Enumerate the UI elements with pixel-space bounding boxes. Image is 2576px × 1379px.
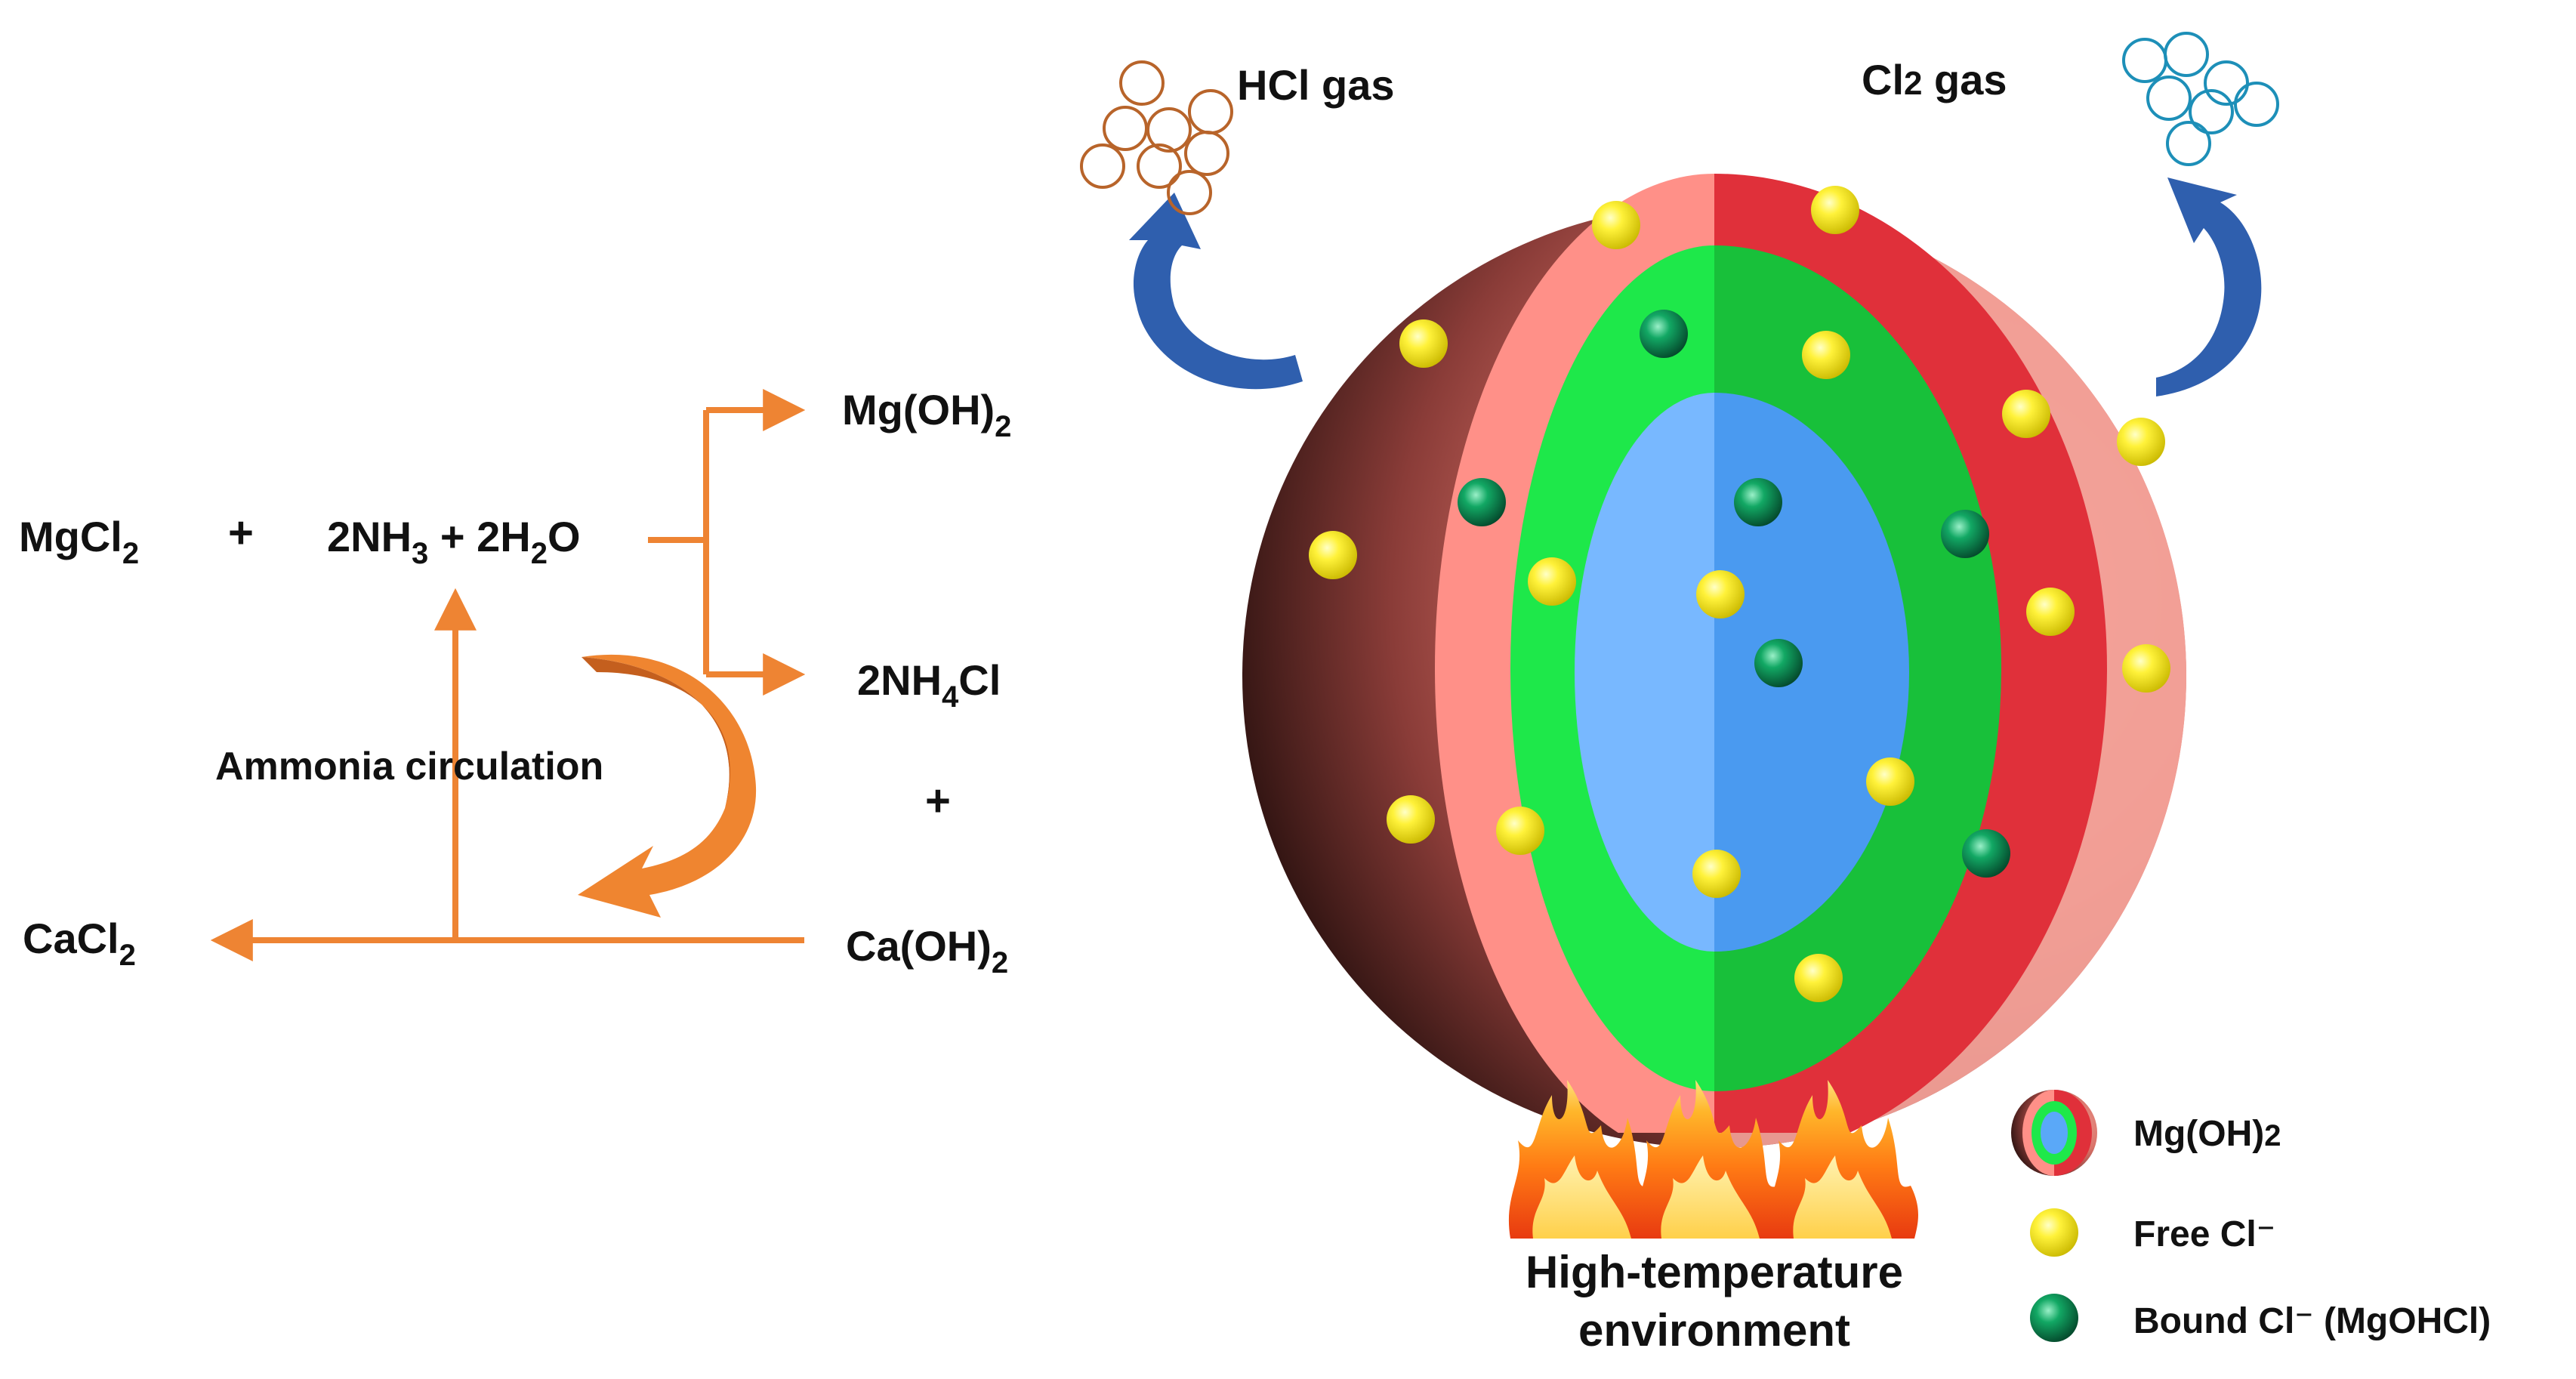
- legend-bound-cl-icon: [2030, 1294, 2078, 1342]
- legend-particle-label: Mg(OH)2: [2133, 1114, 2281, 1154]
- plus-sign-2: +: [925, 776, 951, 825]
- environment-line2: environment: [1578, 1305, 1850, 1356]
- cl2-curved-arrow-icon: [2156, 177, 2262, 396]
- cl2-molecule-icon: [2122, 32, 2279, 166]
- branch-arrows: [648, 389, 806, 696]
- legend-particle-icon: [2011, 1090, 2097, 1176]
- formula-nh4cl: 2NH4Cl: [857, 656, 1001, 714]
- formula-mgcl2: MgCl2: [19, 513, 139, 570]
- particle-cross-section: [1242, 174, 2186, 1148]
- cl2-gas-label: Cl2 gas: [1862, 56, 2007, 103]
- cl2-release: Cl2 gas: [1862, 32, 2279, 396]
- circulation-curved-arrow-shadow: [582, 657, 730, 808]
- reaction-scheme: MgCl2 + 2NH3 + 2H2O Mg(OH)2 2NH4Cl + Ca(…: [19, 386, 1011, 979]
- legend-free-cl-icon: [2030, 1208, 2078, 1257]
- formula-nh3-h2o: 2NH3 + 2H2O: [327, 513, 581, 570]
- hcl-molecule-icon: [1080, 60, 1233, 215]
- formula-cacl2: CaCl2: [23, 915, 136, 972]
- return-arrows: [210, 588, 804, 961]
- circulation-curved-arrow: [578, 654, 757, 918]
- bound-cl-particles: [1458, 310, 2010, 878]
- circulation-label: Ammonia circulation: [215, 745, 603, 788]
- legend-bound-cl-label: Bound Cl⁻ (MgOHCl): [2133, 1301, 2491, 1341]
- legend: Mg(OH)2 Free Cl⁻ Bound Cl⁻ (MgOHCl): [2011, 1090, 2491, 1342]
- environment-line1: High-temperature: [1526, 1247, 1903, 1297]
- free-cl-particles: [1309, 186, 2170, 1002]
- flames-icon: [1508, 1080, 1918, 1239]
- legend-free-cl-label: Free Cl⁻: [2133, 1214, 2275, 1254]
- formula-caoh2: Ca(OH)2: [846, 922, 1008, 979]
- formula-mgoh2: Mg(OH)2: [842, 386, 1011, 443]
- hcl-release: HCl gas: [1080, 60, 1395, 390]
- plus-sign-1: +: [228, 508, 254, 557]
- hcl-gas-label: HCl gas: [1237, 61, 1395, 109]
- hcl-curved-arrow-icon: [1129, 193, 1303, 390]
